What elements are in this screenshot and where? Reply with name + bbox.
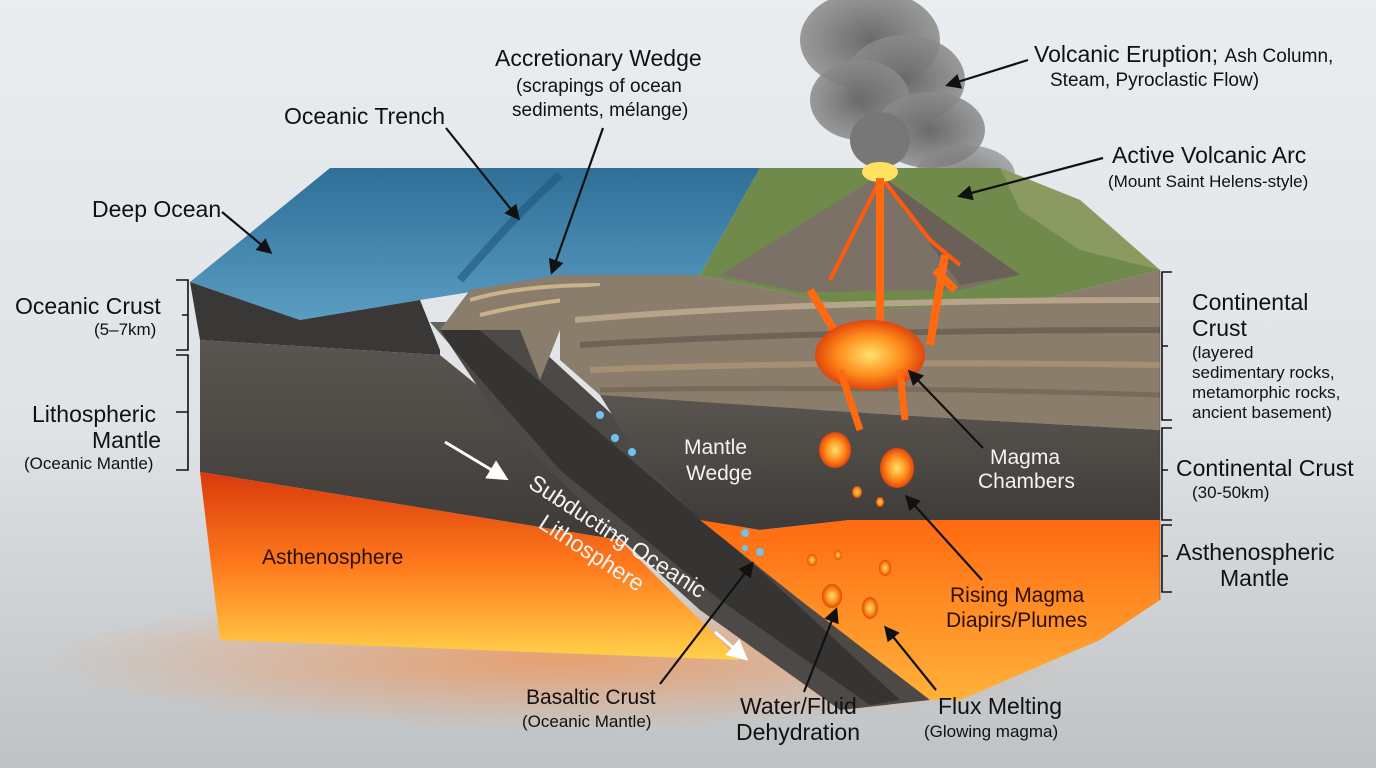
mantle-wedge bbox=[600, 395, 1160, 530]
slab-arrow-2 bbox=[714, 630, 749, 661]
cont-crust-detail-1: (layered bbox=[1192, 343, 1254, 362]
right-brackets bbox=[1161, 271, 1172, 593]
cont-crust-title-1: Continental bbox=[1192, 289, 1309, 315]
eruption-title: Volcanic Eruption; bbox=[1034, 41, 1219, 67]
mantle-wedge-title-1: Mantle bbox=[684, 436, 748, 459]
basaltic-title: Basaltic Crust bbox=[526, 686, 656, 709]
slab-arrow-1 bbox=[444, 440, 509, 481]
cont-crust-detail-2: sedimentary rocks, bbox=[1192, 363, 1335, 382]
litho-title-2: Mantle bbox=[92, 427, 162, 453]
deep-ocean-title: Deep Ocean bbox=[92, 196, 222, 222]
trench-title: Oceanic Trench bbox=[284, 103, 446, 129]
cont-crust-thick-detail: (30-50km) bbox=[1192, 483, 1270, 502]
litho-title-1: Lithospheric bbox=[32, 401, 157, 427]
wedge-title: Accretionary Wedge bbox=[495, 45, 702, 71]
water-droplets bbox=[596, 411, 764, 556]
astheno-mantle-title-1: Asthenospheric bbox=[1176, 539, 1335, 565]
magma-chamber bbox=[815, 320, 925, 390]
magma-chambers-title-2: Chambers bbox=[978, 470, 1075, 493]
litho-detail: (Oceanic Mantle) bbox=[24, 454, 154, 473]
oceanic-crust-title: Oceanic Crust bbox=[15, 293, 161, 319]
arc-title: Active Volcanic Arc bbox=[1112, 142, 1307, 168]
rising-title-2: Diapirs/Plumes bbox=[946, 609, 1088, 632]
wedge-detail-2: sediments, mélange) bbox=[512, 100, 689, 121]
cont-crust-thick-title: Continental Crust bbox=[1176, 455, 1354, 481]
leader-arrows bbox=[221, 58, 1104, 693]
ash-column bbox=[800, 0, 1015, 205]
wedge-detail-1: (scrapings of ocean bbox=[516, 76, 682, 97]
mantle-wedge-title-2: Wedge bbox=[686, 462, 753, 485]
eruption-label: Volcanic Eruption; Ash Column, bbox=[1034, 41, 1334, 68]
basaltic-detail: (Oceanic Mantle) bbox=[522, 712, 652, 731]
eruption-detail-line2: Steam, Pyroclastic Flow) bbox=[1050, 70, 1260, 91]
magma-chambers-title-1: Magma bbox=[990, 446, 1061, 469]
litho-mantle-face bbox=[200, 340, 620, 540]
asthenosphere-title: Asthenosphere bbox=[262, 546, 404, 569]
left-brackets bbox=[176, 279, 189, 471]
cont-crust-detail-3: metamorphic rocks, bbox=[1192, 383, 1341, 402]
cont-crust-detail-4: ancient basement) bbox=[1192, 403, 1332, 422]
eruption-detail: Ash Column, bbox=[1224, 46, 1334, 67]
water-title-1: Water/Fluid bbox=[740, 693, 857, 719]
astheno-mantle-title-2: Mantle bbox=[1220, 565, 1290, 591]
magma-conduit bbox=[876, 178, 884, 348]
rising-title-1: Rising Magma bbox=[950, 584, 1085, 607]
magma-diapirs bbox=[807, 432, 914, 619]
ocean-surface bbox=[190, 168, 760, 320]
right-asthenosphere bbox=[700, 520, 1160, 700]
flux-title: Flux Melting bbox=[938, 693, 1062, 719]
cont-crust-title-2: Crust bbox=[1192, 315, 1247, 341]
flux-detail: (Glowing magma) bbox=[924, 722, 1059, 741]
oceanic-crust-detail: (5–7km) bbox=[94, 320, 157, 339]
arc-detail: (Mount Saint Helens-style) bbox=[1108, 172, 1309, 191]
asthenosphere-face bbox=[200, 472, 740, 660]
oceanic-crust-face bbox=[190, 282, 440, 355]
water-title-2: Dehydration bbox=[736, 719, 861, 745]
